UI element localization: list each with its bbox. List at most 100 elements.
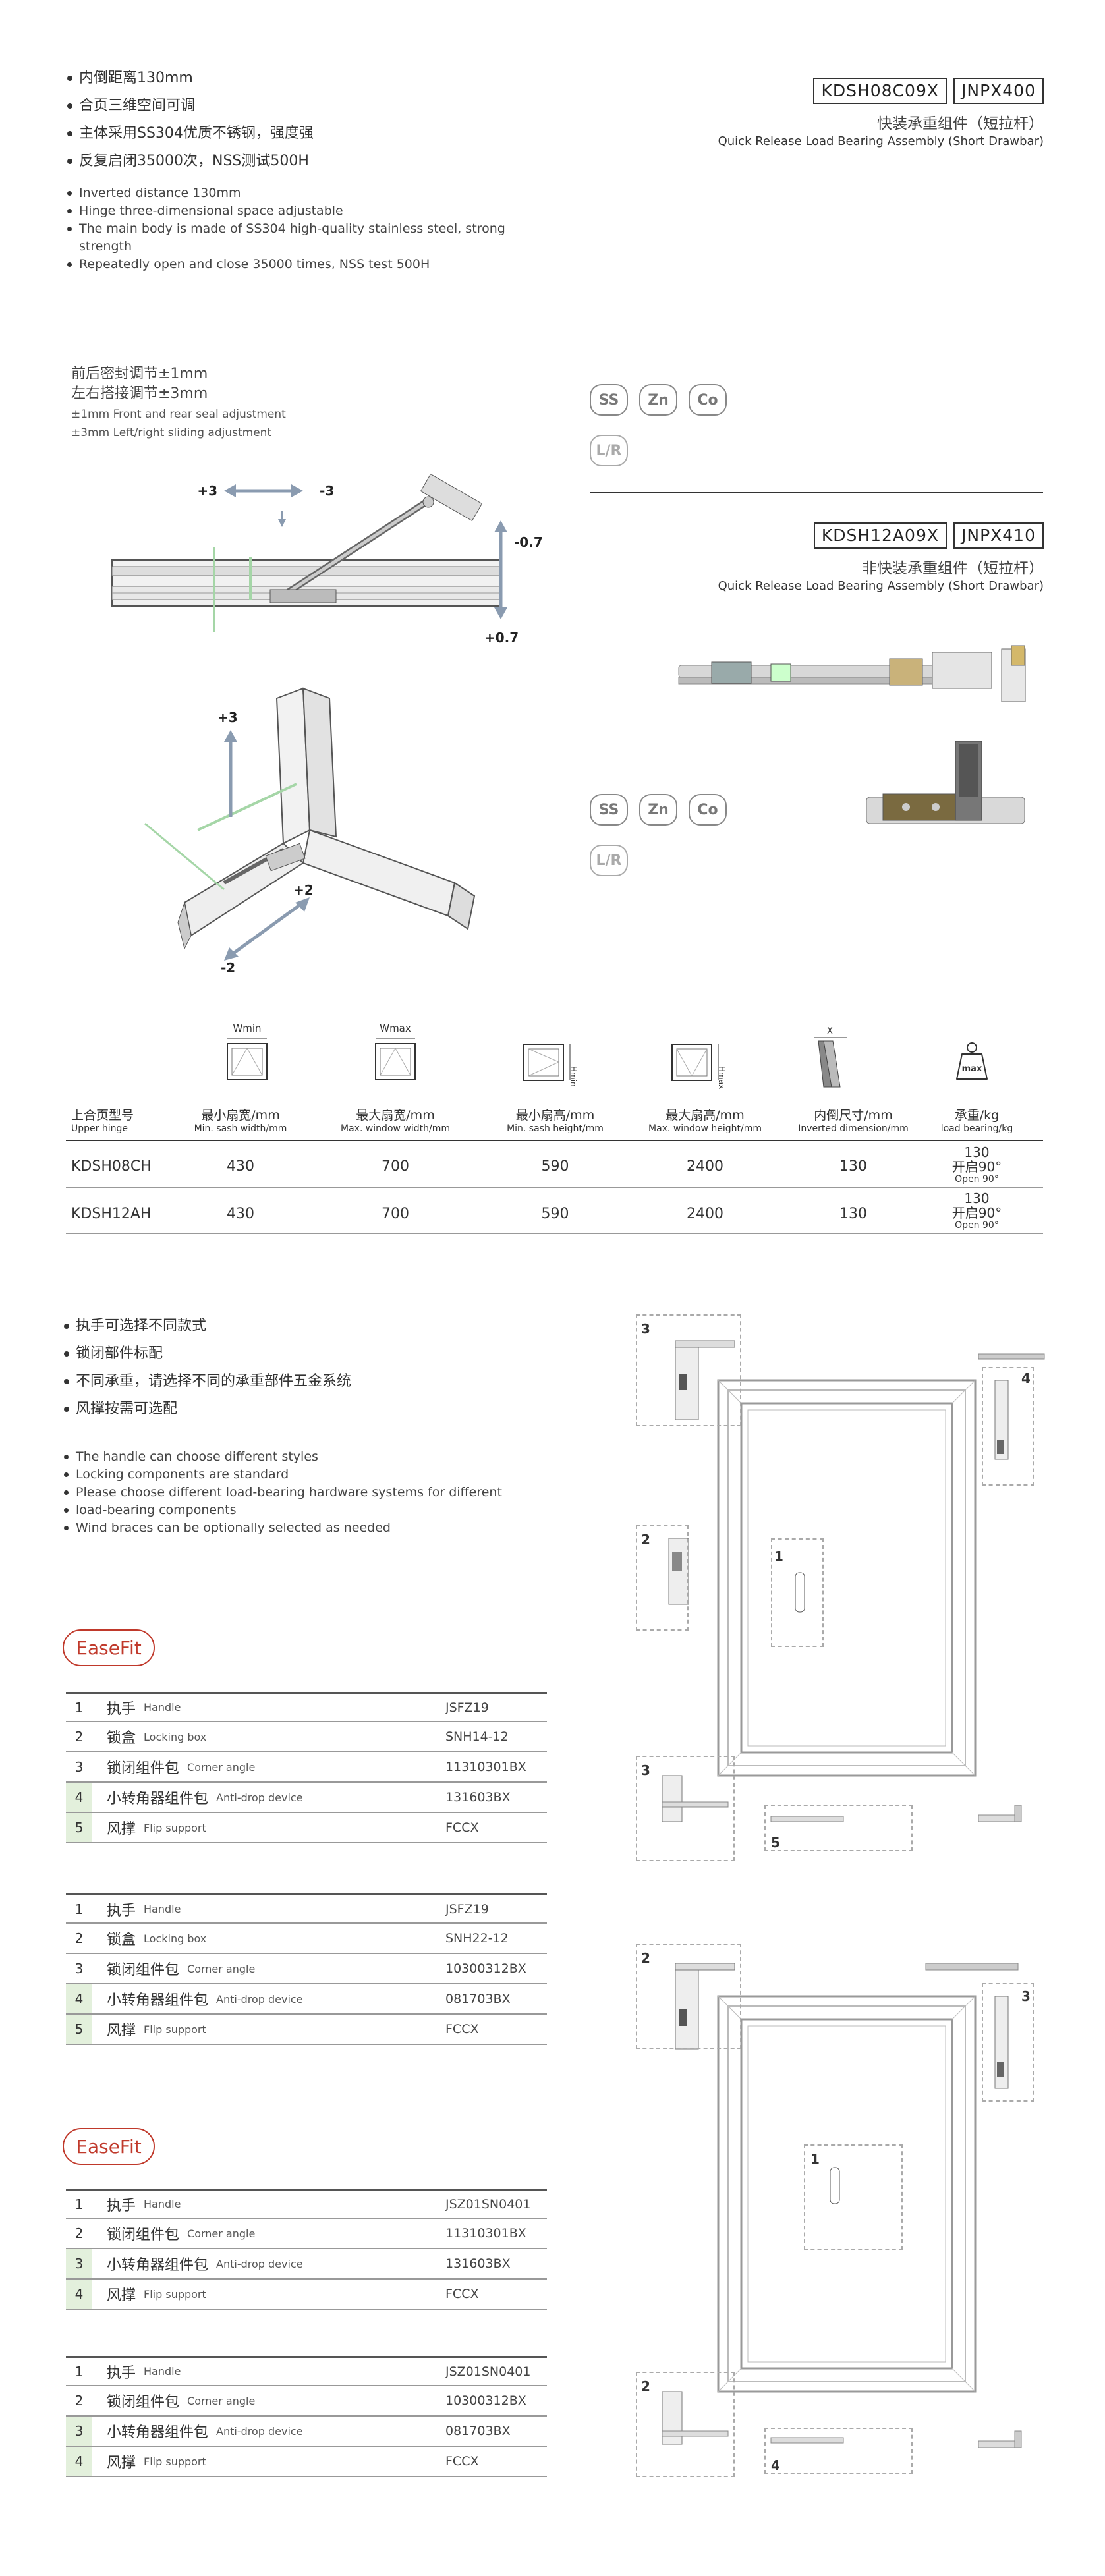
features-mid-en-list: The handle can choose different styles L… [63, 1448, 563, 1537]
label-minus3: -3 [320, 483, 334, 499]
hardware-row-number: 5 [66, 1813, 92, 1842]
hardware-row-code: JSFZ19 [445, 1901, 489, 1917]
product1-model1: KDSH08C09X [813, 78, 947, 104]
product2-model1: KDSH12A09X [813, 522, 947, 549]
callout-box [764, 1805, 913, 1851]
easefit-badge: EaseFit [63, 2128, 155, 2165]
hardware-row-name-en: Anti-drop device [216, 2424, 303, 2438]
feature-en: load-bearing components [63, 1501, 563, 1519]
adjustment-en-1: ±1mm Front and rear seal adjustment [71, 408, 286, 421]
hardware-row-name-cn: 小转角器组件包 [107, 1791, 209, 1807]
features-mid-cn-list: 执手可选择不同款式 锁闭部件标配 不同承重，请选择不同的承重部件五金系统 风撑按… [63, 1312, 351, 1423]
spec-row2-minh: 590 [541, 1206, 569, 1222]
hardware-row-name-cn: 小转角器组件包 [107, 1992, 209, 2009]
hardware-row-code: 081703BX [445, 1992, 511, 2006]
label-minus2: -2 [221, 960, 235, 976]
callout-number: 4 [771, 2457, 780, 2473]
hardware-row-number: 4 [66, 1984, 92, 2013]
hardware-row-name-en: Flip support [144, 1821, 206, 1834]
hardware-row-code: JSZ01SN0401 [445, 2197, 531, 2212]
material-lr-badge: L/R [590, 845, 628, 876]
icon-label-x: X [827, 1026, 833, 1036]
spec-header-max-width: 最大扇宽/mm Max. window width/mm [341, 1108, 450, 1134]
window-max-height-icon: Hmax [671, 1044, 726, 1089]
callout-number: 1 [810, 2151, 820, 2167]
spec-row1-inv: 130 [839, 1158, 867, 1175]
hardware-row-number: 1 [74, 2196, 84, 2212]
hardware-bar-image [678, 645, 1026, 702]
hardware-row-name-en: Anti-drop device [216, 1992, 303, 2005]
spec-table-bottom-line [66, 1233, 1043, 1234]
spec-row1-minw: 430 [227, 1158, 254, 1175]
hardware-row-number: 1 [74, 2363, 84, 2380]
product1-name-en: Quick Release Load Bearing Assembly (Sho… [718, 134, 1044, 148]
hardware-row-code: 081703BX [445, 2424, 511, 2438]
hardware-row-code: 11310301BX [445, 2226, 526, 2241]
callout-number: 4 [1021, 1370, 1031, 1386]
feature-en: The main body is made of SS304 high-qual… [66, 220, 527, 256]
product1-name-cn: 快装承重组件（短拉杆） [877, 115, 1044, 132]
hardware-row-number: 3 [66, 2249, 92, 2278]
feature-en: Repeatedly open and close 35000 times, N… [66, 256, 527, 273]
hardware-row-name-cn: 执手 [107, 2365, 136, 2382]
feature-cn: 执手可选择不同款式 [63, 1312, 351, 1340]
callout-number: 3 [1021, 1988, 1031, 2004]
hardware-row-name-cn: 小转角器组件包 [107, 2424, 209, 2441]
callout-number: 2 [641, 1532, 650, 1548]
hardware-row-name-cn: 风撑 [107, 2455, 136, 2471]
hardware-row-name-en: Flip support [144, 2455, 206, 2468]
feature-en: The handle can choose different styles [63, 1448, 563, 1466]
weight-icon: max [956, 1042, 988, 1080]
hardware-row-code: 131603BX [445, 2256, 511, 2271]
callout-number: 3 [641, 1321, 650, 1337]
label-minus07: -0.7 [514, 534, 543, 550]
hardware-row-name-cn: 执手 [107, 1902, 136, 1919]
spec-row1-minh: 590 [541, 1158, 569, 1175]
hardware-row-name-cn: 风撑 [107, 2023, 136, 2039]
window-min-height-icon: Hmin [523, 1044, 578, 1087]
hardware-row-code: 10300312BX [445, 1961, 526, 1976]
spec-row2-inv: 130 [839, 1206, 867, 1222]
hardware-row-code: 131603BX [445, 1790, 511, 1805]
hardware-row-name-en: Corner angle [187, 2227, 256, 2240]
product2-name-en: Quick Release Load Bearing Assembly (Sho… [718, 579, 1044, 593]
hardware-row-name-en: Anti-drop device [216, 2257, 303, 2270]
icon-label-wmin: Wmin [233, 1022, 262, 1034]
hardware-row-number: 2 [74, 1729, 84, 1745]
hardware-row-name-en: Flip support [144, 2287, 206, 2301]
spec-row2-minw: 430 [227, 1206, 254, 1222]
spec-row1-maxh: 2400 [687, 1158, 723, 1175]
spec-row2-maxh: 2400 [687, 1206, 723, 1222]
features-cn-list: 内倒距离130mm 合页三维空间可调 主体采用SS304优质不锈钢，强度强 反复… [66, 65, 314, 175]
adjustment-cn-2: 左右搭接调节±3mm [71, 385, 208, 402]
callout-box [636, 1944, 741, 2049]
hardware-row-code: FCCX [445, 2287, 479, 2301]
easefit-badge: EaseFit [63, 1629, 155, 1666]
hardware-row-number: 5 [66, 2015, 92, 2044]
spec-row1-model: KDSH08CH [71, 1158, 152, 1175]
window-min-width-icon [227, 1038, 268, 1080]
hardware-row-code: 10300312BX [445, 2394, 526, 2408]
label-plus3b: +3 [217, 710, 238, 725]
spec-row1-load: 130 开启90° Open 90° [951, 1144, 1002, 1185]
material-co-badge: Co [689, 384, 727, 416]
hardware-row-number: 1 [74, 1901, 84, 1917]
section-divider [590, 492, 1043, 493]
hardware-row-code: SNH22-12 [445, 1931, 509, 1946]
label-plus07: +0.7 [484, 630, 519, 646]
callout-number: 2 [641, 2378, 650, 2394]
icon-label-hmin: Hmin [569, 1066, 578, 1087]
